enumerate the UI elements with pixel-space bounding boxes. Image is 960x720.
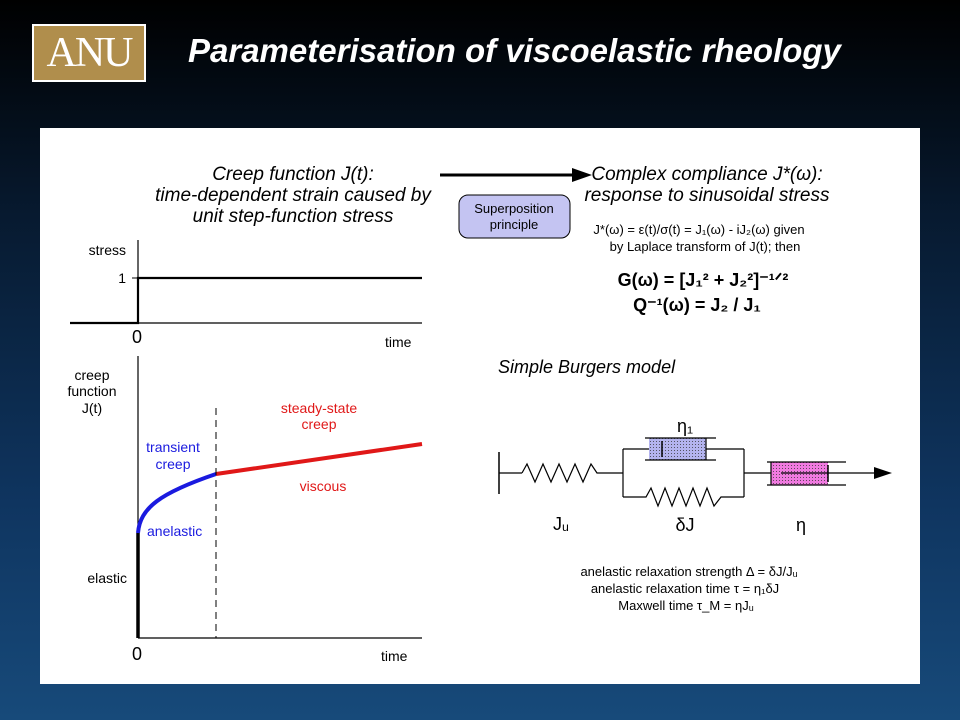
relaxation-strength-note: anelastic relaxation strength Δ = δJ/Jᵤ: [580, 564, 797, 579]
compliance-definition-2: by Laplace transform of J(t); then: [610, 239, 801, 254]
eta1-dashpot-texture: [649, 438, 706, 460]
ju-label: Jᵤ: [553, 514, 569, 534]
burgers-heading: Simple Burgers model: [498, 357, 676, 377]
creep-origin-label: 0: [132, 644, 142, 664]
superposition-label-2: principle: [490, 217, 538, 232]
stress-time-label: time: [385, 334, 412, 350]
superposition-box: [458, 194, 571, 239]
diagram-panel: Creep function J(t): time-dependent stra…: [40, 128, 920, 684]
creep-heading-line-1: Creep function J(t):: [212, 164, 374, 185]
attenuation-equation: Q⁻¹(ω) = J₂ / J₁: [633, 295, 761, 315]
burgers-force-arrowhead: [874, 467, 892, 479]
creep-heading-line-2: time-dependent strain caused by: [155, 185, 432, 206]
relaxation-time-note: anelastic relaxation time τ = η₁δJ: [591, 581, 779, 596]
slide-title: Parameterisation of viscoelastic rheolog…: [188, 32, 841, 69]
step-function-line: [70, 276, 422, 325]
steady-state-creep-line: [215, 442, 423, 476]
complex-compliance: Complex compliance J*(ω): response to si…: [584, 164, 830, 315]
transient-creep-curve: [136, 472, 217, 534]
creep-axis-label-3: J(t): [82, 400, 102, 416]
transient-label-2: creep: [155, 456, 190, 472]
creep-time-label: time: [381, 648, 408, 664]
anelastic-label: anelastic: [147, 523, 202, 539]
superposition-arrowhead: [572, 168, 592, 182]
transient-label-1: transient: [146, 439, 200, 455]
dj-label: δJ: [675, 515, 694, 535]
stress-one-label: 1: [118, 270, 126, 286]
stress-origin-label: 0: [132, 327, 142, 347]
creep-axis-label-2: function: [67, 383, 116, 399]
stress-plot: stress 1 0 time: [70, 240, 422, 350]
logo-text: ANU: [46, 30, 134, 76]
superposition-label-1: Superposition: [474, 201, 554, 216]
burgers-model: Simple Burgers model η₁ Jᵤ δJ η: [498, 357, 892, 613]
eta1-label: η₁: [677, 416, 693, 436]
superposition-link: Superposition principle: [440, 168, 592, 239]
dj-spring: [623, 486, 744, 508]
steady-state-label-2: creep: [301, 416, 336, 432]
ju-spring: [521, 462, 623, 484]
maxwell-time-note: Maxwell time τ_M = ηJᵤ: [618, 598, 753, 613]
creep-heading-line-3: unit step-function stress: [193, 206, 394, 227]
anu-logo: ANU: [32, 24, 146, 82]
creep-plot: creep function J(t) elastic anelastic tr…: [67, 356, 423, 664]
viscous-label: viscous: [300, 478, 347, 494]
elastic-label: elastic: [87, 570, 127, 586]
steady-state-label-1: steady-state: [281, 400, 357, 416]
compliance-heading-1: Complex compliance J*(ω):: [591, 164, 822, 185]
rheology-diagram: Creep function J(t): time-dependent stra…: [67, 164, 892, 664]
modulus-equation: G(ω) = [J₁² + J₂²]⁻¹ᐟ²: [618, 270, 789, 290]
compliance-definition-1: J*(ω) = ε(t)/σ(t) = J₁(ω) - iJ₂(ω) given: [593, 222, 804, 237]
eta-label: η: [796, 515, 806, 535]
compliance-heading-2: response to sinusoidal stress: [584, 185, 830, 206]
creep-axis-label-1: creep: [74, 367, 109, 383]
stress-axis-label: stress: [89, 242, 126, 258]
